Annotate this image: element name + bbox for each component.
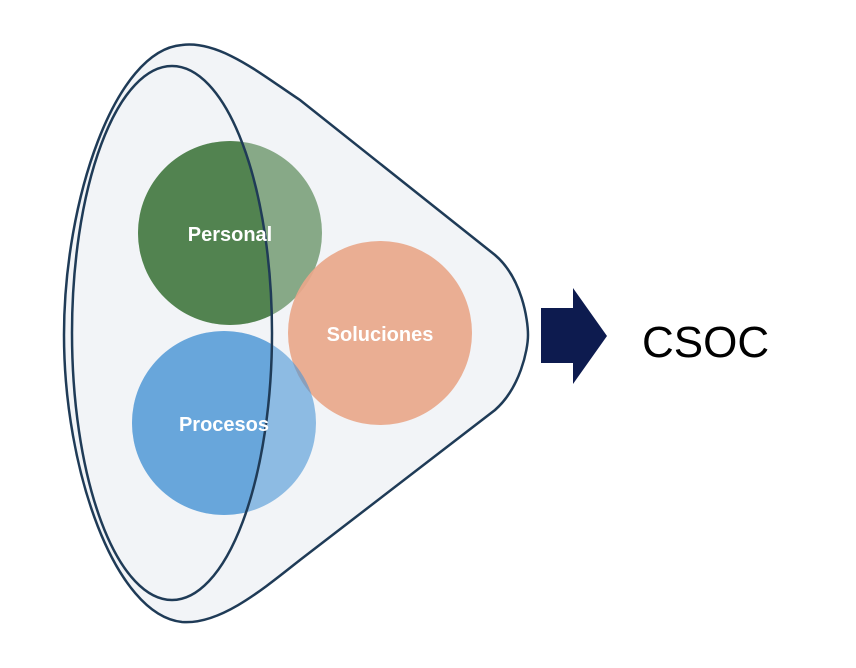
circle-soluciones [288,241,472,425]
procesos-label: Procesos [179,414,269,436]
inner-ellipse [70,64,274,602]
output-label: CSOC [642,318,769,367]
personal-label: Personal [188,224,272,246]
arrow-right-icon [541,288,607,384]
soluciones-label: Soluciones [327,324,434,346]
